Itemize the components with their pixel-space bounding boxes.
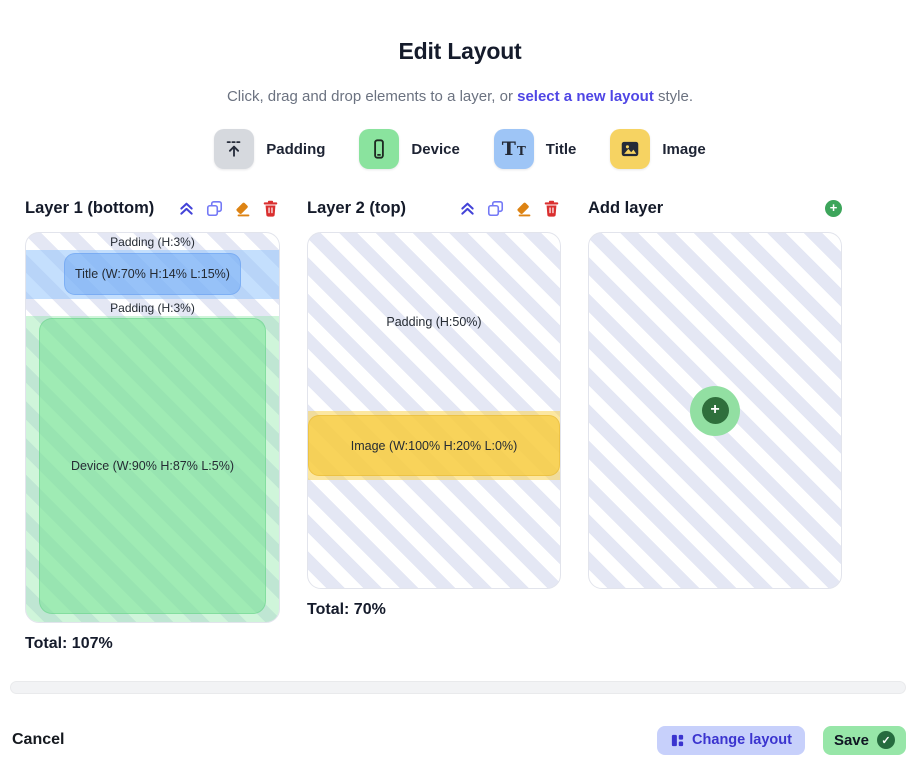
padding-block[interactable]: Padding (H:3%) <box>110 300 195 315</box>
change-layout-label: Change layout <box>692 732 792 748</box>
subtitle-prefix: Click, drag and drop elements to a layer… <box>226 88 518 105</box>
image-icon <box>610 129 651 169</box>
layer-2-panel[interactable]: Padding (H:50%) Image (W:100% H:20% L:0%… <box>307 232 561 589</box>
image-block-label: Image (W:100% H:20% L:0%) <box>350 438 518 453</box>
layer-2-title: Layer 2 (top) <box>307 198 407 217</box>
layer-1-title: Layer 1 (bottom) <box>25 198 155 217</box>
layers-area: Layer 1 (bottom) Padding (H:3%) Title (W… <box>25 196 842 653</box>
save-button[interactable]: Save ✓ <box>822 725 906 755</box>
title-block-label: Title (W:70% H:14% L:15%) <box>75 267 230 281</box>
layer-2-total: Total: 70% <box>307 601 386 618</box>
layer-1-header: Layer 1 (bottom) <box>25 196 280 220</box>
smartphone-icon <box>359 129 400 169</box>
palette-item-image[interactable]: Image <box>610 129 706 169</box>
padding-arrow-icon <box>214 129 255 169</box>
padding-block-label: Padding (H:50%) <box>386 315 482 329</box>
palette-item-device[interactable]: Device <box>359 129 460 169</box>
layer-2-column: Layer 2 (top) Padding (H:50%) Image (W:1… <box>307 196 561 653</box>
palette-label: Device <box>411 140 460 158</box>
layer-2-header: Layer 2 (top) <box>307 196 561 220</box>
add-layer-button[interactable]: + <box>690 385 740 436</box>
padding-block[interactable]: Padding (H:3%) <box>110 234 195 249</box>
image-block-band: Image (W:100% H:20% L:0%) <box>308 411 560 480</box>
subtitle: Click, drag and drop elements to a layer… <box>0 88 920 105</box>
image-block[interactable]: Image (W:100% H:20% L:0%) <box>308 415 560 476</box>
palette-label: Title <box>545 140 577 158</box>
device-block-band: Device (W:90% H:87% L:5%) <box>26 316 279 622</box>
change-layout-button[interactable]: Change layout <box>657 725 805 755</box>
add-layer-header: Add layer + <box>588 196 842 220</box>
bring-to-front-icon[interactable] <box>177 199 196 218</box>
device-block-label: Device (W:90% H:87% L:5%) <box>70 459 234 473</box>
plus-icon: + <box>701 397 729 424</box>
check-icon: ✓ <box>877 731 895 749</box>
erase-layer-icon[interactable] <box>514 199 533 218</box>
device-block[interactable]: Device (W:90% H:87% L:5%) <box>38 318 267 614</box>
layer-1-column: Layer 1 (bottom) Padding (H:3%) Title (W… <box>25 196 280 653</box>
footer: Cancel Change layout Save ✓ <box>12 725 906 755</box>
cancel-button[interactable]: Cancel <box>12 731 65 748</box>
layer-1-actions <box>177 199 280 218</box>
layer-1-panel[interactable]: Padding (H:3%) Title (W:70% H:14% L:15%)… <box>25 232 280 623</box>
divider-bar <box>10 681 906 694</box>
page-title: Edit Layout <box>398 38 522 64</box>
layer-2-actions <box>458 199 561 218</box>
add-layer-title: Add layer <box>588 198 664 217</box>
layout-grid-icon <box>671 734 684 746</box>
erase-layer-icon[interactable] <box>233 199 252 218</box>
save-label: Save <box>833 731 869 749</box>
select-new-layout-link[interactable]: select a new layout <box>517 88 654 105</box>
title-block[interactable]: Title (W:70% H:14% L:15%) <box>63 253 242 295</box>
subtitle-suffix: style. <box>653 88 694 105</box>
title-block-band: Title (W:70% H:14% L:15%) <box>26 250 279 299</box>
padding-block[interactable]: Padding (H:50%) <box>308 233 560 411</box>
palette-label: Padding <box>266 140 326 158</box>
delete-layer-icon[interactable] <box>261 199 280 218</box>
add-layer-column: Add layer + + <box>588 196 842 653</box>
delete-layer-icon[interactable] <box>542 199 561 218</box>
palette-item-padding[interactable]: Padding <box>214 129 325 169</box>
layer-1-total: Total: 107% <box>25 635 113 652</box>
duplicate-icon[interactable] <box>486 199 505 218</box>
footer-actions: Change layout Save ✓ <box>657 725 906 755</box>
bring-to-front-icon[interactable] <box>458 199 477 218</box>
duplicate-icon[interactable] <box>205 199 224 218</box>
add-layer-icon[interactable]: + <box>825 199 842 217</box>
add-layer-panel[interactable]: + <box>588 232 842 589</box>
palette-label: Image <box>662 140 706 158</box>
